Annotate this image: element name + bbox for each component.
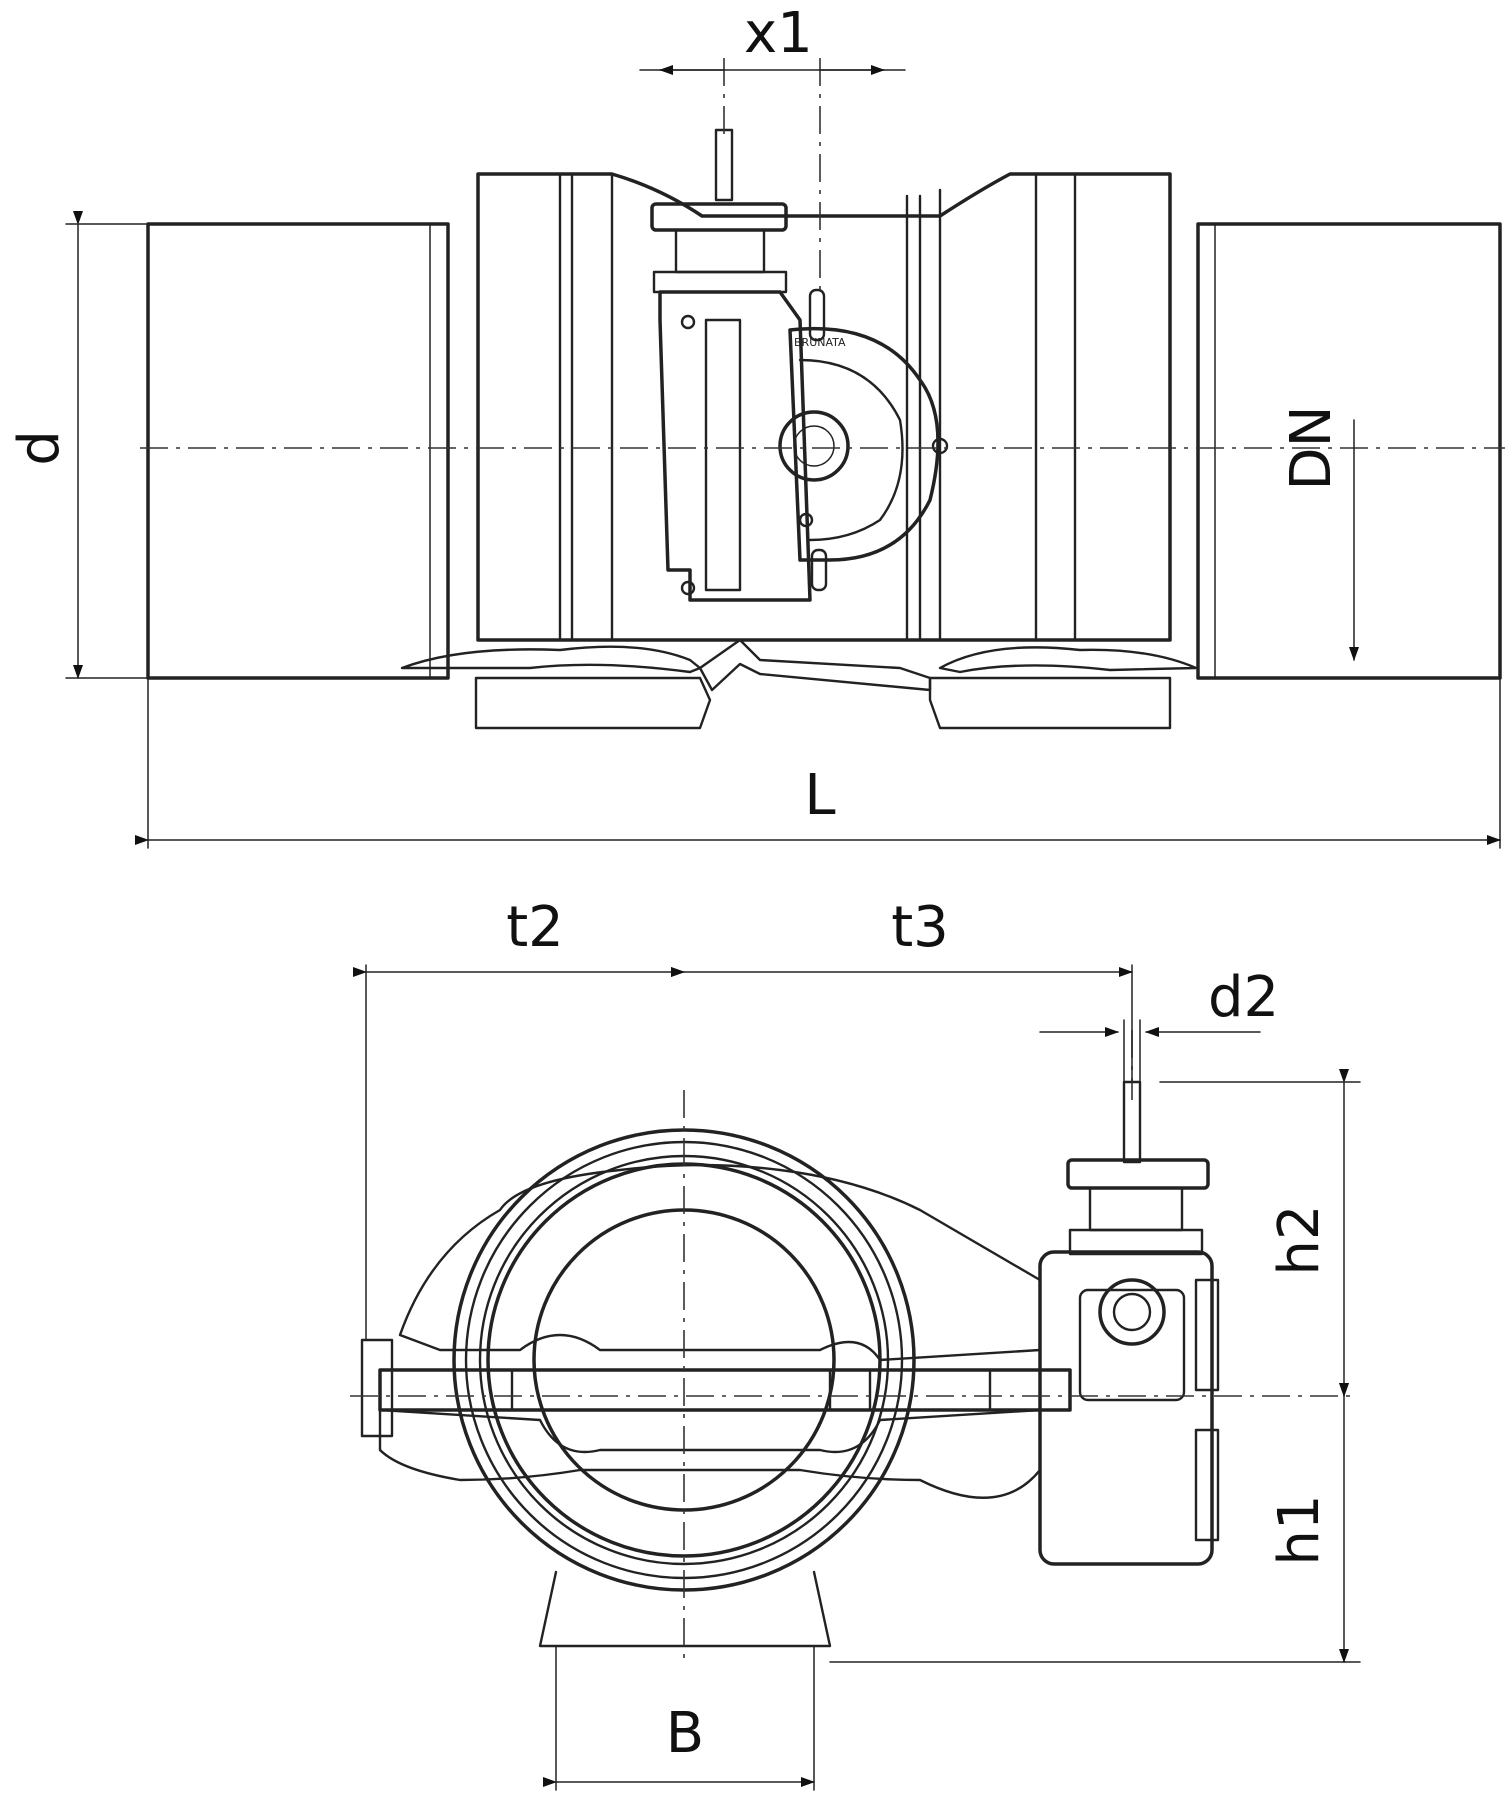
dim-t3: t3 (671, 895, 1133, 1083)
saddle-foot (538, 1570, 832, 1648)
dim-h2: h2 (1159, 1069, 1361, 1397)
svg-text:t3: t3 (891, 895, 949, 960)
handwheel-cap (1066, 1158, 1210, 1190)
svg-text:B: B (666, 1701, 704, 1766)
dim-h1: h1 (829, 1383, 1361, 1663)
svg-text:L: L (804, 763, 835, 828)
saddle-section-right (938, 646, 1198, 674)
svg-text:DN: DN (1279, 405, 1344, 490)
valve-port (778, 410, 850, 482)
dim-DN: DN (1279, 405, 1359, 661)
gear-housing (658, 290, 812, 602)
dim-t2: t2 (353, 895, 685, 1341)
dim-L: L (135, 677, 1501, 849)
brand-stamp: BRUNATA (794, 336, 846, 349)
right-pipe (1196, 222, 1502, 680)
dim-d2: d2 (1039, 965, 1279, 1083)
gearbox-shaft (1098, 1278, 1166, 1346)
saddle-center-section (698, 638, 932, 692)
svg-text:t2: t2 (506, 895, 564, 960)
svg-text:x1: x1 (744, 1, 813, 66)
saddle-base-right (928, 676, 1172, 730)
svg-text:h2: h2 (1267, 1204, 1332, 1275)
svg-text:d2: d2 (1208, 965, 1279, 1030)
side-bracket (788, 326, 940, 562)
svg-text:d: d (7, 430, 72, 466)
gearbox-body (1038, 1250, 1214, 1566)
dim-d: d (7, 211, 149, 679)
section-view (360, 1080, 1220, 1648)
left-pipe (146, 222, 450, 680)
dim-x1: x1 (639, 1, 906, 75)
clamp-bolt (378, 1368, 1072, 1412)
dim-B: B (543, 1645, 815, 1791)
lower-saddle-section (378, 1408, 1042, 1499)
saddle-base-left (474, 676, 712, 730)
valve-stem (714, 128, 734, 202)
saddle-section-left (400, 645, 702, 674)
upper-saddle-section (398, 1163, 1042, 1362)
svg-text:h1: h1 (1267, 1494, 1332, 1565)
side-view: BRUNATA (146, 128, 1502, 730)
saddle-body (476, 172, 1172, 642)
